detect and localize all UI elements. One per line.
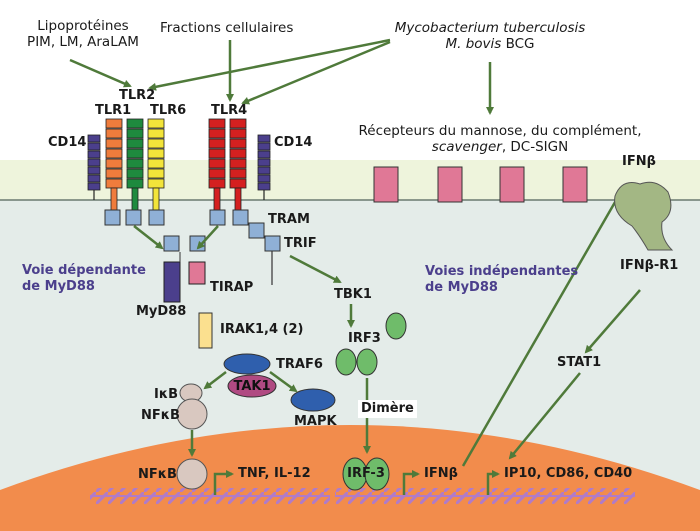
irf3-monomer-a [385,312,407,340]
myd88-tir-box [163,235,180,252]
mapk-shape [290,388,336,412]
tlr2-receptor [126,118,144,211]
dimere-label: Dimère [358,400,417,418]
tram-label: TRAM [268,212,310,227]
target-genes-label: IP10, CD86, CD40 [504,466,633,481]
myd88-label: MyD88 [136,304,187,319]
cd14-right-receptor [257,134,271,191]
nfkb-cyto-shape [176,398,208,430]
myd88-dependent-line1: Voie dépendante [22,263,146,278]
arrow-ifnb-secretion [461,188,624,467]
tlr1-label: TLR1 [95,103,132,118]
bovis-strain: BCG [505,36,535,53]
arrow-genes [486,470,500,495]
myd88-dependent-line2: de MyD88 [22,278,95,294]
tlr6-receptor [147,118,165,211]
arrow-myco-tlr4 [241,40,391,105]
tram-box [248,222,265,239]
arrow-tlr2-myd88 [133,225,164,250]
traf6-label: TRAF6 [276,357,323,372]
mycobacterium-name: Mycobacterium tuberculosis [394,20,586,36]
bovis-species: M. bovis [445,36,502,53]
cd14-right-label: CD14 [274,135,313,150]
ifnb-receptor-shape [614,181,674,251]
tak1-label: TAK1 [233,379,271,394]
lipoproteins-label: Lipoprotéines PIM, LM, AraLAM [18,18,148,50]
ikb-label: IκB [154,387,178,402]
tlr4-label: TLR4 [211,103,248,118]
stat1-label: STAT1 [557,355,602,370]
tnf-il12-label: TNF, IL-12 [238,466,311,481]
irf3-monomer-c [356,348,378,376]
arrow-traf6-ikb [203,371,227,390]
cd14-left-receptor [87,134,101,191]
bovis-label: M. bovis BCG [390,36,590,52]
nfkb-nucleus-shape [176,458,208,490]
mapk-label: MAPK [294,414,337,429]
lipoproteins-line1: Lipoprotéines [37,18,129,34]
mannose-scavenger: scavenger [431,139,502,156]
mannose-line1: Récepteurs du mannose, du complément, [358,123,642,139]
tbk1-label: TBK1 [334,287,372,302]
myd88-box [163,261,181,303]
arrow-tlr4-myd88 [196,225,219,250]
lipoproteins-line2: PIM, LM, AraLAM [27,34,139,51]
arrow-irf3-ifnb [402,470,420,495]
irf3-monomer-b [335,348,357,376]
nfkb-cyto-label: NFκB [141,408,180,423]
tirap-label: TIRAP [210,280,254,295]
arrow-traf6-mapk [269,370,298,393]
arrow-myco-tlr2 [148,38,391,91]
mannose-line2: scavenger, DC-SIGN [340,139,660,155]
arrow-lipo-tlr2 [69,58,132,88]
tlr2-tir-domains [104,209,165,226]
arrow-nfkb-tnf [213,470,234,495]
ifnb-top-label: IFNβ [622,154,656,169]
irf3-dimer-label: IRF-3 [347,466,385,481]
mycobacterium-label: Mycobacterium tuberculosis M. bovis BCG [390,20,590,52]
cell-fractions-label: Fractions cellulaires [160,20,294,36]
myd88-independent-line2: de MyD88 [425,279,498,295]
tirap-box [188,261,206,285]
irf3-dimer-b [364,457,390,491]
arrow-trif-tbk1 [289,254,342,284]
nfkb-nucleus-label: NFκB [138,467,177,482]
irak-box [198,312,213,349]
myd88-independent-line1: Voies indépendantes [425,264,579,279]
trif-box [264,235,281,252]
tlr6-label: TLR6 [150,103,187,118]
irak-label: IRAK1,4 (2) [220,322,304,337]
mannose-label: Récepteurs du mannose, du complément, sc… [340,123,660,155]
trif-label: TRIF [284,236,317,251]
arrow-stat1-genes [508,372,581,460]
tak1-shape [227,374,277,398]
ifnb-nucleus-label: IFNβ [424,466,458,481]
mannose-rest: , DC-SIGN [501,139,569,156]
tlr4-receptor [208,118,247,211]
arrow-ifnbr1-stat1 [584,289,641,354]
irf3-label: IRF3 [348,331,381,346]
mannose-receptors [373,166,588,203]
ifnb-r1-label: IFNβ-R1 [620,258,679,273]
cd14-left-label: CD14 [48,135,87,150]
myd88-dependent-label: Voie dépendante de MyD88 [22,263,146,294]
traf6-shape [223,353,271,375]
myd88-independent-label: Voies indépendantes de MyD88 [425,264,578,295]
tlr4-tir-domains [209,209,249,226]
membrane-region [0,160,700,200]
tlr2-label: TLR2 [119,88,156,103]
